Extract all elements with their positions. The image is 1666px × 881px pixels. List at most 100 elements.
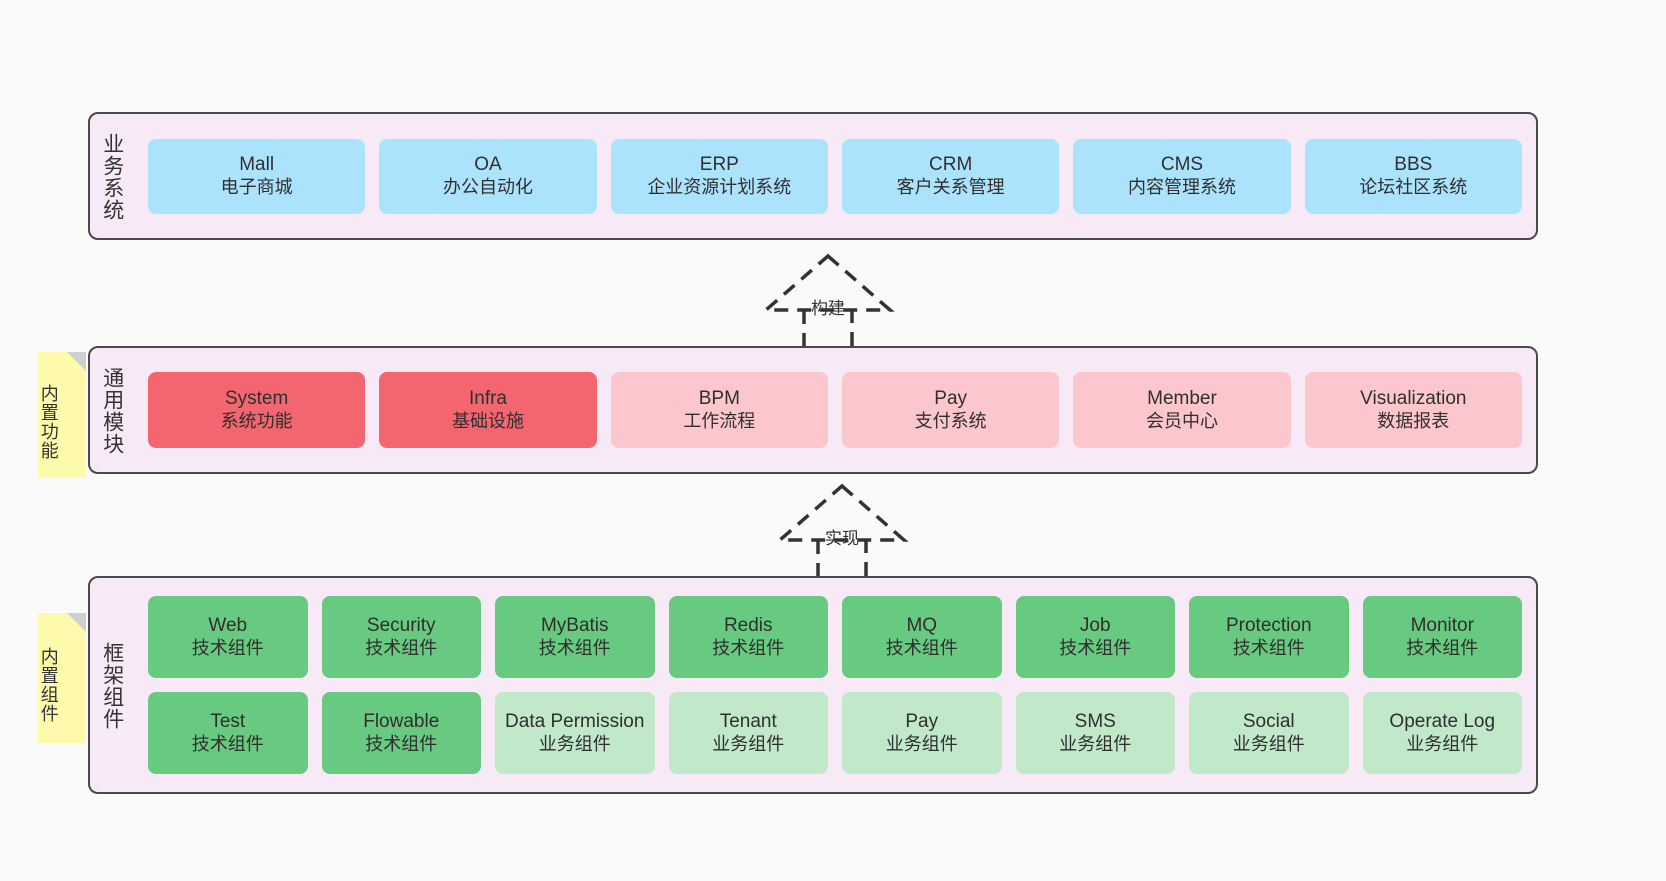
layer-body-framework-components: Web 技术组件 Security 技术组件 MyBatis 技术组件 Redi…: [134, 578, 1536, 792]
card-subtitle: 业务组件: [1406, 734, 1479, 755]
card-title: Protection: [1225, 615, 1312, 637]
card-redis[interactable]: Redis 技术组件: [668, 596, 828, 678]
card-title: BPM: [698, 388, 740, 410]
card-oa[interactable]: OA 办公自动化: [379, 138, 597, 214]
card-subtitle: 技术组件: [191, 734, 264, 755]
card-cms[interactable]: CMS 内容管理系统: [1073, 138, 1291, 214]
card-subtitle: 论坛社区系统: [1359, 177, 1468, 198]
sticky-fold-corner-icon: [67, 352, 86, 371]
card-member[interactable]: Member 会员中心: [1073, 372, 1291, 448]
card-protection[interactable]: Protection 技术组件: [1189, 596, 1349, 678]
card-subtitle: 工作流程: [683, 411, 756, 432]
card-title: Redis: [723, 615, 773, 637]
card-title: Security: [366, 615, 436, 637]
card-subtitle: 技术组件: [712, 638, 785, 659]
connector-build: 构建: [738, 252, 918, 357]
card-pay-component[interactable]: Pay 业务组件: [842, 692, 1002, 774]
card-subtitle: 技术组件: [1232, 638, 1305, 659]
card-title: BBS: [1394, 154, 1433, 176]
sticky-note-label: 内置功能: [38, 384, 59, 460]
card-row: Test 技术组件 Flowable 技术组件 Data Permission …: [148, 692, 1522, 774]
card-subtitle: 技术组件: [365, 734, 438, 755]
card-title: Tenant: [719, 711, 777, 733]
card-title: MyBatis: [540, 615, 609, 637]
sticky-note-builtin-features: 内置功能: [38, 352, 86, 478]
card-subtitle: 内容管理系统: [1127, 177, 1236, 198]
layer-title-framework-components: 框架组件: [100, 642, 124, 730]
card-row: System 系统功能 Infra 基础设施 BPM 工作流程 Pay 支付系统…: [148, 372, 1522, 448]
sticky-note-builtin-components: 内置组件: [38, 613, 86, 743]
card-subtitle: 企业资源计划系统: [647, 177, 792, 198]
layer-framework-components: 框架组件 Web 技术组件 Security 技术组件 MyBatis 技术组件…: [88, 576, 1538, 794]
card-operate-log[interactable]: Operate Log 业务组件: [1362, 692, 1522, 774]
card-infra[interactable]: Infra 基础设施: [379, 372, 597, 448]
card-title: Flowable: [363, 711, 440, 733]
card-subtitle: 办公自动化: [442, 177, 533, 198]
card-row: Web 技术组件 Security 技术组件 MyBatis 技术组件 Redi…: [148, 596, 1522, 678]
card-mq[interactable]: MQ 技术组件: [842, 596, 1002, 678]
card-title: MQ: [906, 615, 938, 637]
card-title: Monitor: [1410, 615, 1474, 637]
card-sms[interactable]: SMS 业务组件: [1015, 692, 1175, 774]
card-title: System: [224, 388, 289, 410]
card-title: Social: [1242, 711, 1295, 733]
card-title: OA: [474, 154, 502, 176]
card-subtitle: 业务组件: [712, 734, 785, 755]
connector-label: 实现: [825, 529, 859, 548]
layer-business-system: 业务系统 Mall 电子商城 OA 办公自动化 ERP 企业资源计划系统 CRM…: [88, 112, 1538, 240]
card-test[interactable]: Test 技术组件: [148, 692, 308, 774]
card-security[interactable]: Security 技术组件: [321, 596, 481, 678]
card-mall[interactable]: Mall 电子商城: [148, 138, 366, 214]
card-subtitle: 客户关系管理: [896, 177, 1005, 198]
card-subtitle: 会员中心: [1145, 411, 1218, 432]
sticky-note-label: 内置组件: [38, 647, 59, 723]
card-subtitle: 技术组件: [1059, 638, 1132, 659]
card-subtitle: 电子商城: [220, 177, 293, 198]
card-subtitle: 技术组件: [191, 638, 264, 659]
card-tenant[interactable]: Tenant 业务组件: [668, 692, 828, 774]
card-bbs[interactable]: BBS 论坛社区系统: [1304, 138, 1522, 214]
card-visualization[interactable]: Visualization 数据报表: [1304, 372, 1522, 448]
layer-common-modules: 通用模块 System 系统功能 Infra 基础设施 BPM 工作流程 Pay…: [88, 346, 1538, 474]
card-mybatis[interactable]: MyBatis 技术组件: [495, 596, 655, 678]
sticky-fold-corner-icon: [67, 613, 86, 632]
card-social[interactable]: Social 业务组件: [1189, 692, 1349, 774]
card-data-permission[interactable]: Data Permission 业务组件: [495, 692, 655, 774]
card-subtitle: 技术组件: [365, 638, 438, 659]
card-system[interactable]: System 系统功能: [148, 372, 366, 448]
card-bpm[interactable]: BPM 工作流程: [610, 372, 828, 448]
card-subtitle: 业务组件: [885, 734, 958, 755]
card-title: Data Permission: [505, 711, 645, 733]
card-title: Test: [210, 711, 246, 733]
layer-body-common-modules: System 系统功能 Infra 基础设施 BPM 工作流程 Pay 支付系统…: [134, 348, 1536, 472]
card-row: Mall 电子商城 OA 办公自动化 ERP 企业资源计划系统 CRM 客户关系…: [148, 138, 1522, 214]
card-subtitle: 系统功能: [220, 411, 293, 432]
card-title: Infra: [468, 388, 507, 410]
card-erp[interactable]: ERP 企业资源计划系统: [610, 138, 828, 214]
layer-title-business-system: 业务系统: [100, 133, 124, 221]
card-title: Visualization: [1360, 388, 1467, 410]
card-flowable[interactable]: Flowable 技术组件: [321, 692, 481, 774]
card-subtitle: 支付系统: [914, 411, 987, 432]
card-subtitle: 技术组件: [1406, 638, 1479, 659]
card-title: CRM: [929, 154, 973, 176]
card-subtitle: 技术组件: [885, 638, 958, 659]
card-web[interactable]: Web 技术组件: [148, 596, 308, 678]
layer-body-business-system: Mall 电子商城 OA 办公自动化 ERP 企业资源计划系统 CRM 客户关系…: [134, 114, 1536, 238]
connector-realize: 实现: [752, 482, 932, 587]
card-title: Job: [1079, 615, 1111, 637]
card-title: CMS: [1160, 154, 1204, 176]
card-subtitle: 业务组件: [538, 734, 611, 755]
card-title: Member: [1147, 388, 1217, 410]
card-title: SMS: [1074, 711, 1116, 733]
card-pay[interactable]: Pay 支付系统: [841, 372, 1060, 448]
card-monitor[interactable]: Monitor 技术组件: [1362, 596, 1522, 678]
card-title: ERP: [699, 154, 739, 176]
card-subtitle: 技术组件: [538, 638, 611, 659]
card-job[interactable]: Job 技术组件: [1015, 596, 1175, 678]
card-subtitle: 业务组件: [1059, 734, 1132, 755]
connector-label: 构建: [811, 299, 845, 318]
card-title: Mall: [239, 154, 275, 176]
card-crm[interactable]: CRM 客户关系管理: [841, 138, 1060, 214]
